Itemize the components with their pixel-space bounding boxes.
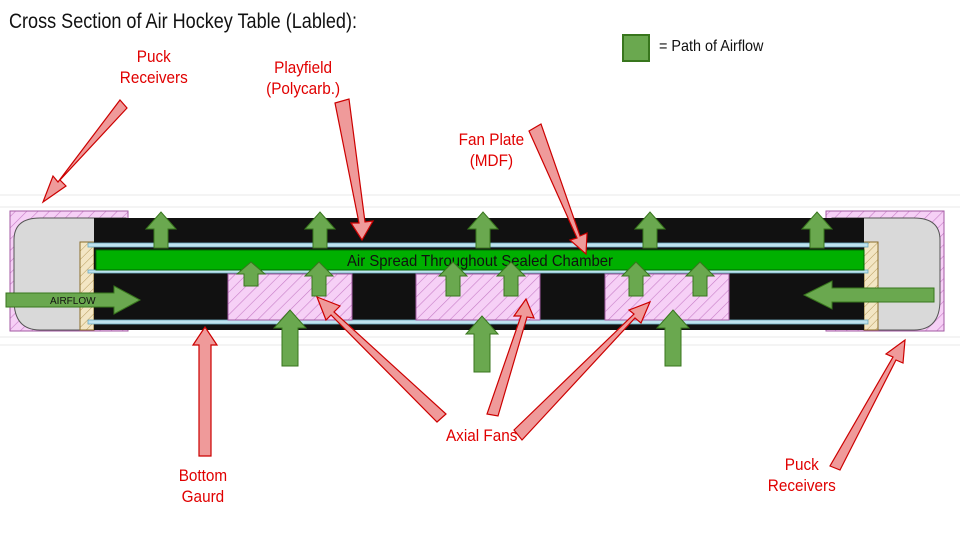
label-arrows <box>41 98 906 471</box>
airflow-arrow-left <box>802 280 935 310</box>
label-puck-receivers-left: Puck Receivers <box>120 46 188 88</box>
label-fan-plate: Fan Plate (MDF) <box>459 129 524 171</box>
legend-swatch <box>622 34 650 62</box>
airflow-arrow-up <box>655 309 691 367</box>
label-line: (MDF) <box>469 151 514 170</box>
callout-arrow <box>513 300 652 441</box>
airflow-arrow-up <box>684 261 716 297</box>
label-line: Playfield <box>274 58 333 77</box>
page-title: Cross Section of Air Hockey Table (Lable… <box>9 10 357 33</box>
label-line: Gaurd <box>181 487 225 506</box>
label-line: Receivers <box>767 476 836 495</box>
callout-arrow <box>315 295 447 423</box>
airflow-arrow-up <box>620 261 652 297</box>
airflow-arrow-up <box>466 211 500 249</box>
callout-arrow <box>486 297 535 417</box>
callout-arrow <box>528 123 588 256</box>
airflow-arrow-up <box>437 261 469 297</box>
label-line: (Polycarb.) <box>266 79 341 98</box>
label-line: Receivers <box>119 68 188 87</box>
airflow-arrow-up <box>633 211 667 249</box>
label-bottom-guard: Bottom Gaurd <box>179 465 227 507</box>
airflow-arrow-right <box>5 285 142 315</box>
sealed-chamber <box>95 249 865 271</box>
airflow-text: AIRFLOW <box>50 296 96 307</box>
callout-arrow <box>334 98 375 242</box>
callout-arrow <box>829 338 906 471</box>
legend-label: = Path of Airflow <box>659 38 764 55</box>
callout-arrow <box>191 325 219 457</box>
airflow-arrow-up <box>144 211 178 249</box>
airflow-arrow-up <box>303 211 337 249</box>
callout-arrow <box>41 99 128 204</box>
chamber-text: Air Spread Throughout Sealed Chamber <box>347 253 614 270</box>
label-axial-fans: Axial Fans <box>445 426 518 445</box>
label-playfield: Playfield (Polycarb.) <box>266 57 340 99</box>
airflow-arrow-up <box>800 211 834 249</box>
label-line: Fan Plate <box>458 130 525 149</box>
airflow-arrows <box>5 211 935 373</box>
airflow-arrow-up <box>303 261 335 297</box>
airflow-arrow-up <box>495 261 527 297</box>
airflow-arrow-up <box>235 261 267 287</box>
airflow-arrow-up <box>272 309 308 367</box>
label-line: Bottom <box>178 466 228 485</box>
axial-fan-3 <box>604 273 730 321</box>
label-puck-receivers-right: Puck Receivers <box>768 454 836 496</box>
label-line: Puck <box>136 47 171 66</box>
label-line: Puck <box>784 455 819 474</box>
airflow-arrow-up <box>464 315 500 373</box>
